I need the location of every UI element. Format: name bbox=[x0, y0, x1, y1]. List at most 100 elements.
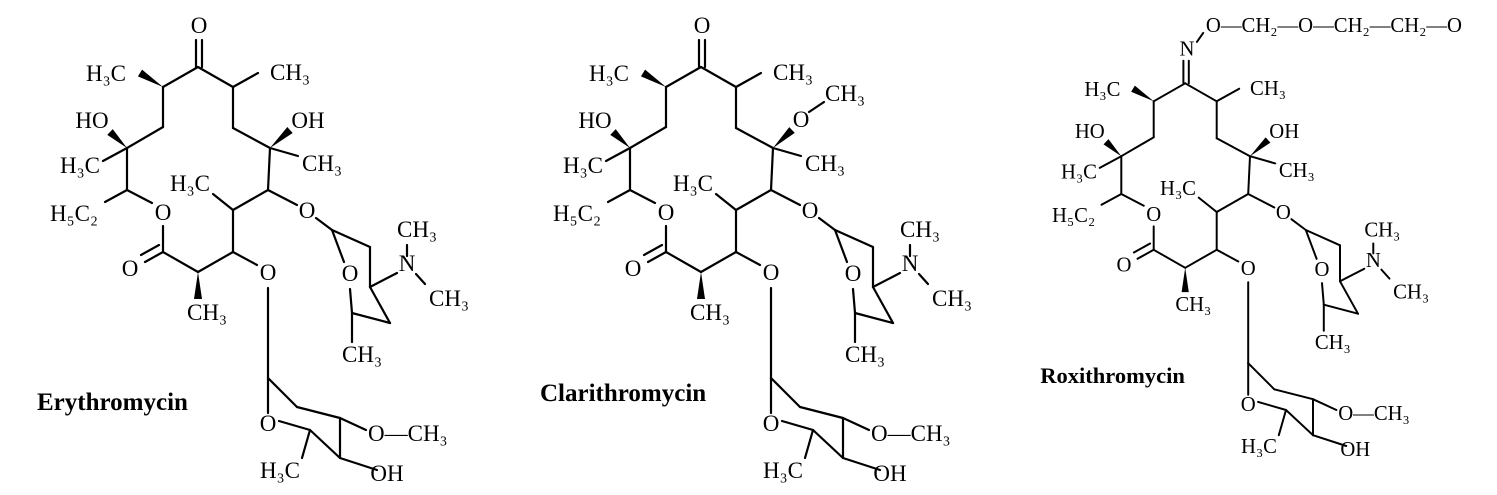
wedge-bond bbox=[773, 127, 795, 148]
bond-line bbox=[266, 188, 299, 207]
bond-line bbox=[211, 192, 235, 212]
atom-label-h3c-top: H₃C bbox=[86, 61, 126, 86]
atom-label-clad-h3c: H₃C bbox=[260, 458, 300, 483]
bond-line bbox=[1195, 31, 1205, 43]
atom-label-ch3-right: CH₃ bbox=[805, 151, 845, 176]
wedge-bond bbox=[640, 69, 666, 87]
bond-line bbox=[368, 271, 399, 289]
bond-line bbox=[604, 146, 632, 163]
atom-label-ho-left: HO bbox=[578, 108, 611, 133]
atom-label-clad-o: O bbox=[260, 411, 277, 436]
atom-label-n-ch3-top: CH₃ bbox=[397, 217, 437, 242]
atom-label-ketone-o: O bbox=[694, 13, 711, 38]
bond-line bbox=[1247, 193, 1276, 209]
bond-line bbox=[1304, 229, 1341, 247]
bond-line bbox=[1249, 155, 1277, 165]
bond-line bbox=[1197, 196, 1218, 213]
atom-label-des-o: O bbox=[342, 261, 359, 286]
atom-label-clad-oh: OH bbox=[1340, 439, 1370, 461]
atom-label-ring-o: O bbox=[1146, 204, 1161, 226]
atom-label-oxime-chain: O—CH₂—O—CH₂—CH₂—O bbox=[1206, 15, 1462, 37]
bond-line bbox=[734, 126, 775, 150]
atom-label-c12-ome: CH₃ bbox=[825, 81, 865, 106]
bond-line bbox=[917, 272, 930, 286]
bond-line bbox=[734, 188, 773, 212]
bond-line bbox=[798, 405, 845, 420]
bond-line bbox=[664, 65, 703, 89]
atom-label-n-ch3-top: CH₃ bbox=[900, 217, 940, 242]
bond-line bbox=[1120, 136, 1155, 158]
bond-line bbox=[143, 250, 165, 264]
bond-line bbox=[414, 272, 427, 286]
atom-label-des-ch3: CH₃ bbox=[1315, 332, 1351, 354]
bond-line bbox=[1273, 388, 1314, 401]
bond-line bbox=[833, 228, 849, 264]
bond-line bbox=[628, 188, 657, 205]
atom-label-n-ch3-bottom: CH₃ bbox=[429, 286, 469, 311]
bond-line bbox=[1184, 248, 1218, 269]
atom-label-clad-ome: O—CH₃ bbox=[368, 421, 448, 446]
atom-label-h3c-left: H₃C bbox=[563, 153, 603, 178]
bond-line bbox=[699, 250, 738, 274]
atom-label-clad-ome: O—CH₃ bbox=[1338, 403, 1410, 425]
bond-line bbox=[628, 125, 668, 150]
bond-line bbox=[714, 192, 738, 212]
atom-label-h3c-top: H₃C bbox=[589, 61, 629, 86]
bond-line bbox=[771, 146, 803, 158]
bond-line bbox=[103, 188, 129, 204]
bond-line bbox=[1321, 282, 1325, 306]
bond-line bbox=[1339, 267, 1366, 283]
bond-line bbox=[769, 146, 775, 192]
atom-label-n-ch3-top: CH₃ bbox=[1364, 219, 1400, 241]
atom-label-h3c-inner: H₃C bbox=[1160, 178, 1196, 200]
bond-line bbox=[1184, 82, 1218, 103]
atom-label-des-ch3: CH₃ bbox=[845, 342, 885, 367]
bond-line bbox=[308, 428, 342, 460]
atom-label-ch3-right: CH₃ bbox=[1279, 160, 1315, 182]
compound-name: Clarithromycin bbox=[540, 380, 706, 407]
atom-label-clad-h3c: H₃C bbox=[763, 458, 803, 483]
bond-line bbox=[1136, 248, 1155, 260]
bond-line bbox=[817, 216, 837, 232]
atom-label-o-link-lower: O bbox=[260, 260, 277, 285]
bond-line bbox=[101, 146, 129, 163]
bond-line bbox=[811, 428, 845, 460]
bond-line bbox=[769, 188, 802, 207]
atom-label-h3c-left: H₃C bbox=[1061, 162, 1097, 184]
bond-line bbox=[646, 250, 668, 264]
bond-line bbox=[803, 428, 815, 460]
bond-line bbox=[841, 416, 871, 432]
bond-line bbox=[642, 243, 664, 257]
atom-label-ch3-top: CH₃ bbox=[270, 60, 310, 85]
bond-line bbox=[606, 188, 632, 204]
bond-line bbox=[1312, 398, 1338, 411]
atom-label-o-link-right: O bbox=[1276, 202, 1291, 224]
bond-line bbox=[1100, 193, 1123, 206]
bond-line bbox=[231, 250, 259, 267]
bond-line bbox=[1380, 268, 1391, 280]
atom-label-h5c2: H₅C₂ bbox=[1052, 205, 1095, 227]
bond-line bbox=[330, 228, 346, 264]
atom-label-ch3-right: CH₃ bbox=[302, 151, 342, 176]
wedge-bond bbox=[610, 129, 630, 148]
bond-line bbox=[196, 65, 235, 89]
bond-line bbox=[1152, 248, 1187, 269]
bond-line bbox=[300, 428, 312, 460]
bond-line bbox=[734, 71, 763, 89]
bond-line bbox=[1277, 409, 1287, 437]
bond-line bbox=[266, 376, 299, 409]
bond-line bbox=[780, 419, 815, 432]
atom-label-clad-ome: O—CH₃ bbox=[871, 421, 951, 446]
wedge-bond bbox=[1131, 85, 1154, 102]
bond-line bbox=[1215, 193, 1250, 213]
atom-label-h3c-left: H₃C bbox=[60, 153, 100, 178]
bond-line bbox=[1215, 248, 1240, 263]
bond-line bbox=[295, 405, 342, 420]
atom-label-o-carbonyl: O bbox=[625, 256, 642, 281]
bond-line bbox=[1247, 155, 1251, 195]
bond-line bbox=[1215, 87, 1241, 103]
atom-label-ketone-o: O bbox=[191, 13, 208, 38]
